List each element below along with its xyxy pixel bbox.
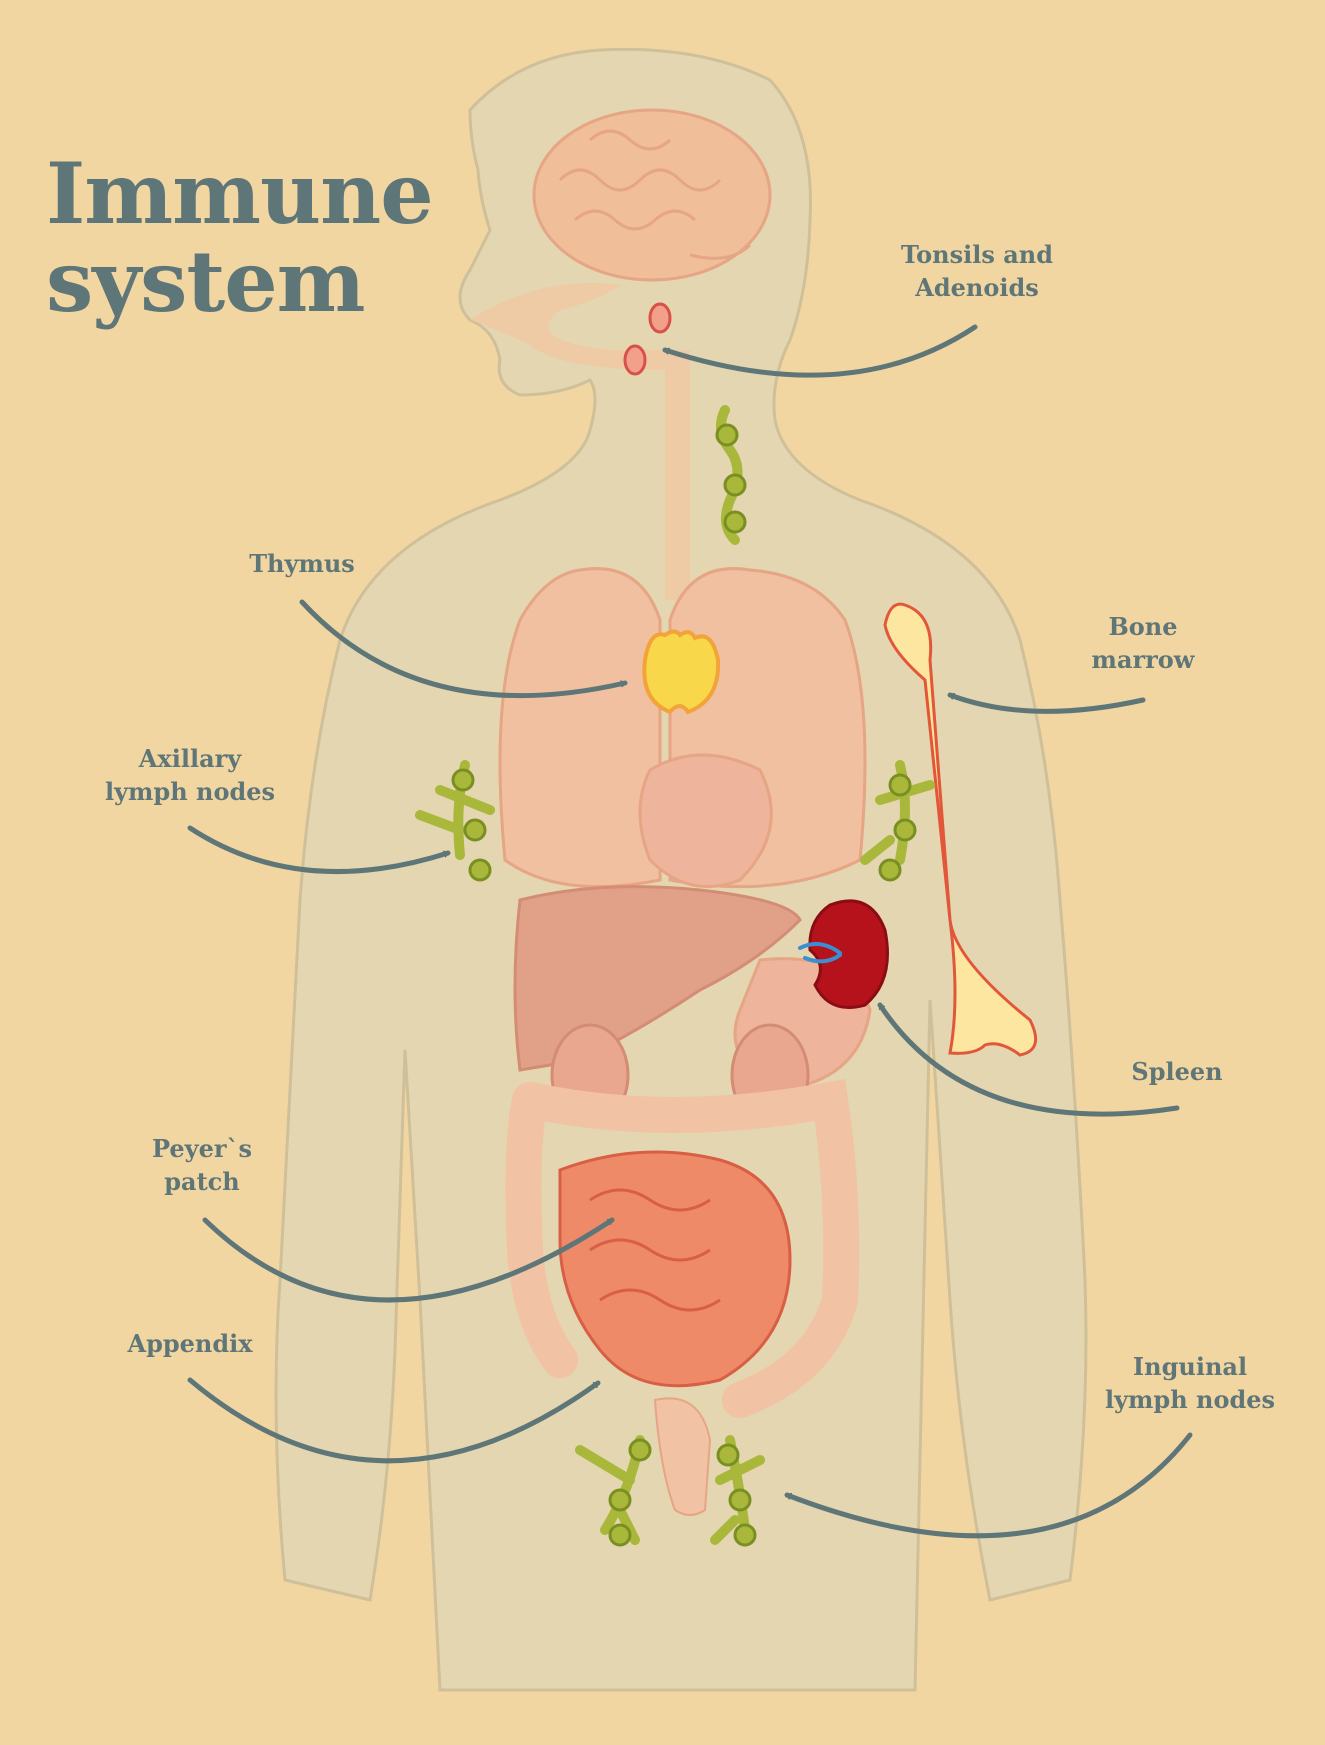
label-inguinal-line-2: lymph nodes (1104, 1385, 1276, 1414)
inguinal-lymph-node-left (575, 1435, 652, 1547)
label-thymus-line-1: Thymus (249, 549, 355, 578)
arrow-thymus (299, 599, 628, 699)
axillary-lymph-node-right (860, 760, 935, 882)
label-inguinal-line-1: Inguinal (1132, 1352, 1248, 1381)
label-thymus: Thymus (249, 547, 355, 580)
lymph-nodes (415, 405, 935, 1547)
arrow-axillary (187, 825, 451, 875)
heart (638, 753, 773, 889)
lungs (498, 567, 867, 889)
arrow-inguinal (784, 1432, 1193, 1539)
arrow-appendix (187, 1377, 601, 1464)
brain (532, 108, 772, 282)
spleen-vessels (798, 942, 842, 964)
label-peyers-line-2: patch (164, 1167, 240, 1196)
arrow-bone-marrow (947, 692, 1146, 714)
neck-lymph-node (715, 405, 747, 545)
arrows (187, 324, 1193, 1539)
large-intestine (505, 1078, 860, 1418)
small-intestine (558, 1150, 792, 1388)
label-bone-marrow-line-1: Bone (1108, 612, 1178, 641)
label-spleen-line-1: Spleen (1131, 1057, 1223, 1086)
spleen (808, 899, 889, 1009)
thymus (642, 629, 721, 715)
arrow-peyers (202, 1217, 615, 1303)
title-line-2: system (46, 232, 366, 331)
arrow-spleen (877, 1002, 1180, 1117)
axillary-lymph-node-left (415, 760, 495, 882)
label-spleen: Spleen (1131, 1055, 1222, 1088)
label-bone-marrow-line-2: marrow (1091, 645, 1195, 674)
label-appendix: Appendix (127, 1327, 252, 1360)
label-axillary-line-2: lymph nodes (104, 777, 276, 806)
inguinal-lymph-node-right (710, 1435, 765, 1547)
title-line-1: Immune (46, 144, 434, 243)
label-tonsils: Tonsils and Adenoids (901, 238, 1053, 304)
label-inguinal-lymph-nodes: Inguinal lymph nodes (1105, 1350, 1275, 1416)
label-bone-marrow: Bone marrow (1092, 610, 1195, 676)
tonsils (623, 302, 672, 376)
label-tonsils-line-2: Adenoids (915, 273, 1039, 302)
diagram-title: Immune system (46, 144, 434, 331)
label-peyers-patch: Peyer`s patch (152, 1132, 252, 1198)
label-tonsils-line-1: Tonsils and (901, 240, 1053, 269)
label-appendix-line-1: Appendix (127, 1329, 253, 1358)
label-axillary-line-1: Axillary (138, 744, 242, 773)
arrow-tonsils (662, 324, 978, 378)
rectum (653, 1397, 712, 1516)
bone-marrow-bone (883, 602, 1038, 1057)
label-axillary-lymph-nodes: Axillary lymph nodes (105, 742, 275, 808)
label-peyers-line-1: Peyer`s (151, 1134, 253, 1163)
